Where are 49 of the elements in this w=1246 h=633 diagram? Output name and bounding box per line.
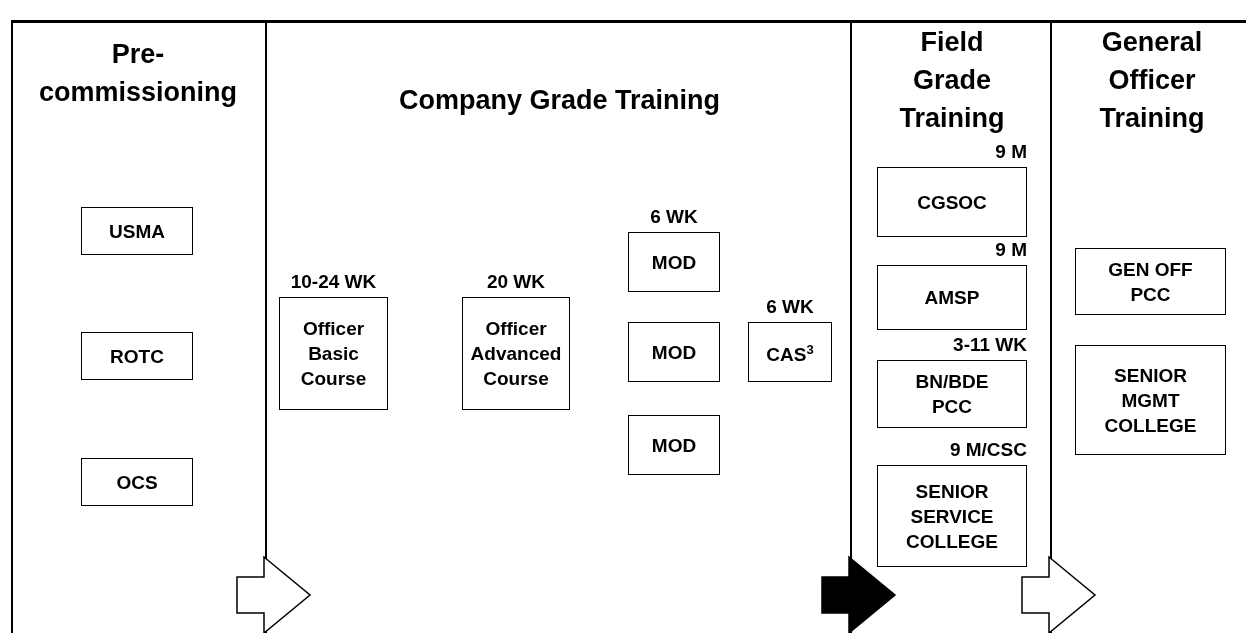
block-arrow [236, 555, 312, 633]
course-name: MOD [650, 433, 698, 458]
course-box [877, 360, 1027, 428]
course-name: MOD [650, 250, 698, 275]
duration-label: 9 M [994, 239, 1027, 261]
block-arrow [821, 555, 897, 633]
course-box [81, 332, 193, 380]
duration-label: 9 M/CSC [948, 439, 1027, 461]
duration-label: 6 WK [649, 206, 699, 228]
column-heading: Company Grade Training [397, 84, 722, 117]
duration-label: 20 WK [485, 271, 547, 293]
course-name: OCS [115, 470, 159, 495]
course-box [748, 322, 832, 382]
course-box [81, 207, 193, 255]
column-heading: Pre- commissioning [38, 38, 238, 109]
course-name: CGSOC [916, 190, 988, 215]
column-heading: General Officer Training [1098, 26, 1206, 135]
column-panel [850, 20, 1050, 633]
course-name: Officer Advanced Course [469, 317, 563, 391]
course-box [877, 167, 1027, 237]
course-name: GEN OFF PCC [1107, 257, 1194, 307]
column-panel [11, 20, 265, 633]
course-box [81, 458, 193, 506]
course-name: SENIOR SERVICE COLLEGE [905, 479, 999, 554]
course-name: MOD [650, 340, 698, 365]
course-box [628, 232, 720, 292]
course-name: AMSP [923, 286, 981, 310]
course-box [877, 265, 1027, 330]
course-box [279, 297, 388, 410]
course-name: CAS$^{3}$ [765, 340, 815, 368]
block-arrow [1021, 555, 1097, 633]
course-name: BN/BDE PCC [914, 370, 990, 419]
duration-label: 10-24 WK [289, 271, 378, 293]
course-box [628, 322, 720, 382]
column-panel [1050, 20, 1246, 633]
duration-label: 6 WK [765, 296, 815, 318]
course-name: ROTC [109, 344, 165, 369]
course-box [877, 465, 1027, 567]
course-box [628, 415, 720, 475]
duration-label: 9 M [994, 141, 1027, 163]
course-name: USMA [108, 219, 166, 244]
column-heading: Field Grade Training [898, 26, 1006, 135]
duration-label: 3-11 WK [952, 334, 1027, 356]
course-box [462, 297, 570, 410]
column-panel [265, 20, 850, 633]
course-box [1075, 248, 1226, 315]
course-name: Officer Basic Course [299, 317, 368, 391]
course-name: SENIOR MGMT COLLEGE [1103, 363, 1198, 438]
course-box [1075, 345, 1226, 455]
